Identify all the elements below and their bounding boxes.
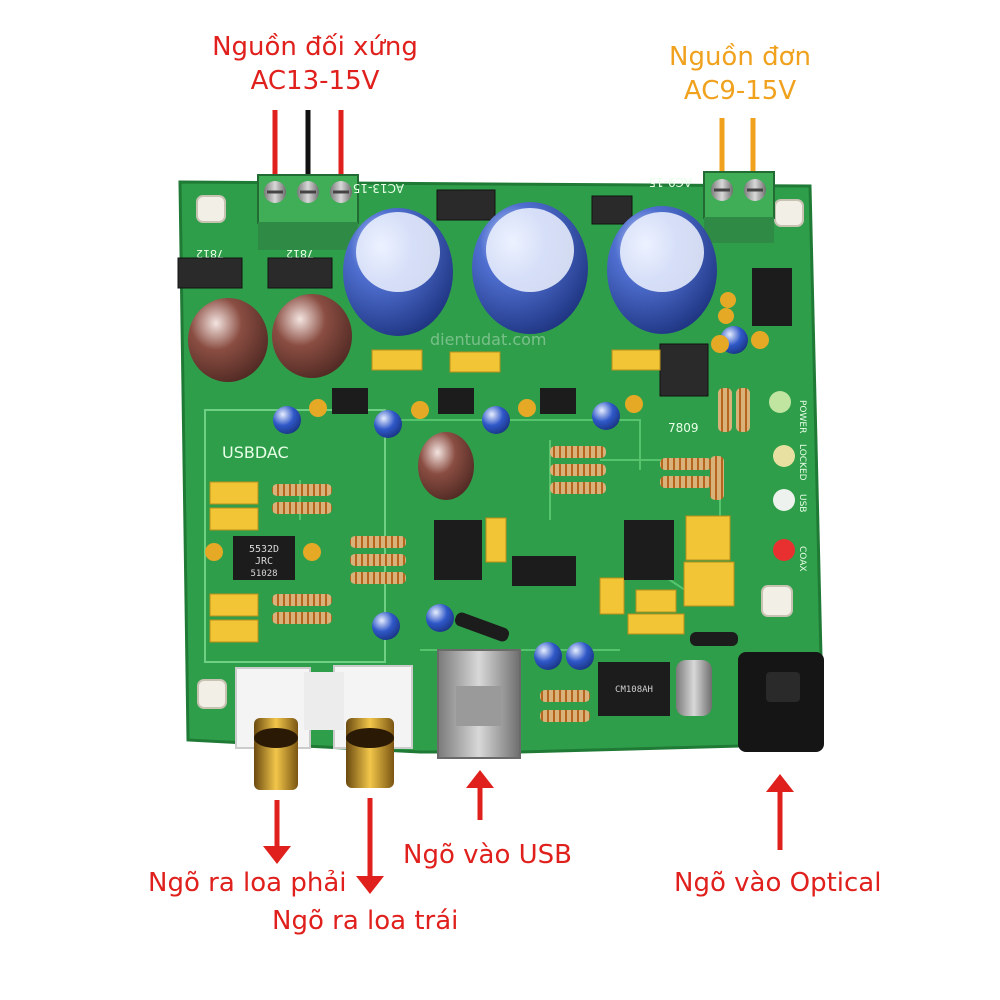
diode [454, 612, 510, 642]
film-capacitors [209, 349, 735, 643]
crystal-oscillator [676, 660, 712, 716]
left-output-arrow [356, 798, 384, 894]
ceramic-capacitors [205, 292, 769, 561]
watermark: dientudat.com [430, 330, 547, 349]
diode-2 [690, 632, 738, 646]
silk-ac9-15: AC9-15 [648, 175, 692, 189]
silk-7812-b: 7812 [286, 247, 314, 260]
optical-input-label: Ngõ vào Optical [674, 868, 882, 898]
opamp-ic: 5532D JRC 51028 [233, 536, 295, 580]
voltage-regulators [177, 189, 709, 397]
usb-input-label: Ngõ vào USB [403, 840, 572, 870]
large-capacitors [343, 202, 717, 336]
single-power-line1: Nguồn đơn [669, 42, 811, 72]
right-output-label: Ngõ ra loa phải [148, 868, 347, 898]
silk-ac13-15: AC13-15 [353, 181, 404, 195]
symmetric-power-line1: Nguồn đối xứng [212, 32, 418, 62]
rca-jack-left [333, 665, 413, 788]
symmetric-power-terminal [257, 174, 359, 250]
right-output-arrow [263, 800, 291, 864]
usb-connector [437, 649, 521, 759]
rca-jack-right [235, 667, 311, 790]
brown-capacitors [188, 294, 474, 500]
rca-housing-bridge [304, 672, 344, 730]
status-leds [769, 391, 795, 561]
silk-7812-a: 7812 [196, 247, 224, 260]
silk-7809: 7809 [668, 421, 699, 435]
single-power-line2: AC9-15V [683, 76, 797, 106]
led-label-coax: COAX [797, 546, 807, 572]
mounting-standoffs [196, 195, 804, 709]
optical-connector [738, 652, 824, 752]
symmetric-power-label: Nguồn đối xứng AC13-15V [190, 30, 440, 98]
single-power-terminal [703, 171, 775, 243]
symmetric-power-wires [272, 110, 344, 183]
single-power-label: Nguồn đơn AC9-15V [650, 40, 830, 108]
led-label-locked: LOCKED [797, 444, 807, 481]
led-label-usb: USB [797, 494, 807, 512]
usb-chip-label: CM108AH [615, 685, 653, 695]
symmetric-power-line2: AC13-15V [250, 66, 380, 96]
left-output-label: Ngõ ra loa trái [272, 906, 459, 936]
opamp-label-1: 5532D [249, 544, 279, 555]
led-label-power: POWER [797, 400, 807, 433]
opamp-label-2: JRC [255, 556, 273, 567]
optical-input-arrow [766, 774, 794, 850]
dac-ics [332, 268, 792, 586]
resistors [272, 388, 750, 722]
silk-usbdac: USBDAC [222, 443, 289, 462]
opamp-label-3: 51028 [250, 569, 277, 579]
usb-input-arrow [466, 770, 494, 820]
usb-controller-chip: CM108AH [598, 662, 670, 716]
